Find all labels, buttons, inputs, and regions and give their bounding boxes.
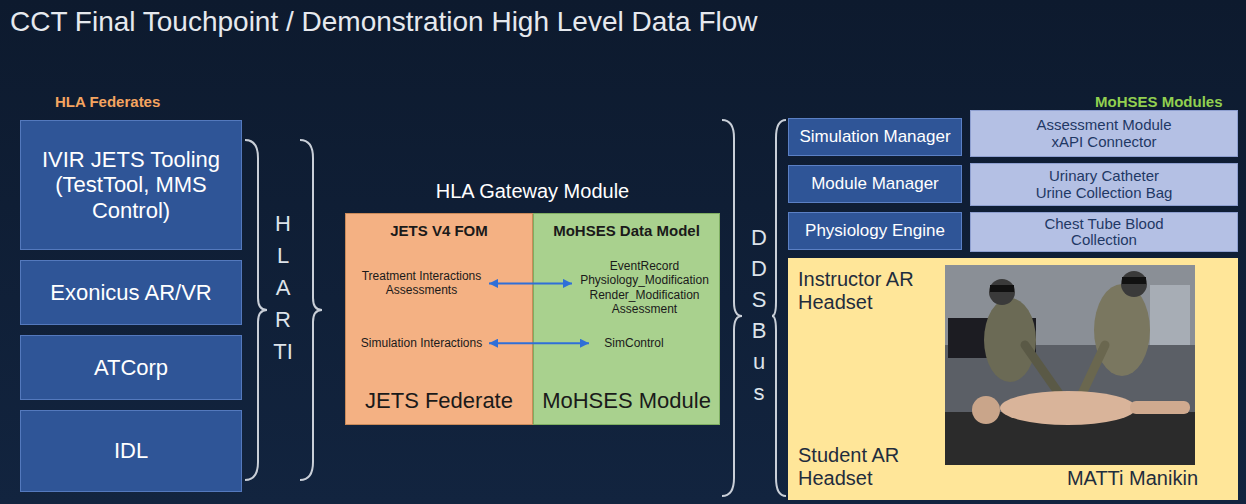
node-text: MATTi Manikin [1067,467,1198,490]
brace [300,140,322,480]
node-text: Module Manager [793,174,957,194]
node-text: Assessment Module xAPI Connector [1030,117,1178,150]
person-body [1094,284,1150,376]
federate-box: ATCorp [20,335,242,400]
photo-table [945,412,1195,465]
brace-group [245,120,786,496]
node-text: Treatment Interactions Assessments [354,269,489,298]
component-box: Chest Tube Blood Collection [970,212,1238,252]
node-text: Physiology Engine [793,221,957,241]
person-body [984,298,1036,382]
person-head [1121,271,1147,297]
manikin-torso [1000,391,1136,425]
data-model-group: SimControl [589,336,679,350]
group-label: MoHSES Modules [1095,93,1223,110]
node-text: MoHSES Data Model [538,222,715,239]
node-text: Exonicus AR/VR [27,280,235,305]
manikin-legs [1130,401,1190,414]
federate-box: Exonicus AR/VR [20,260,242,325]
brace [245,140,267,480]
data-mapping-arrow [489,342,589,344]
bus-label: DDS Bus [748,222,770,408]
hardware-area: Instructor AR HeadsetStudent AR HeadsetM… [788,258,1238,500]
module-box: Module Manager [788,165,962,203]
photo-illustration [945,265,1195,465]
ar-headset [1122,277,1146,284]
component-box: Urinary Catheter Urine Collection Bag [970,163,1238,206]
node-text: Instructor AR Headset [798,268,943,314]
photo-wall [945,265,1195,345]
group-label: HLA Federates [55,93,160,110]
person-arm [1025,345,1060,395]
photo-banner [948,318,1036,358]
node-text: EventRecord Physiology_Modification Rend… [572,259,717,317]
federate-box: IVIR JETS Tooling (TestTool, MMS Control… [20,120,242,250]
federate-box: IDL [20,410,242,492]
node-text: ATCorp [27,355,235,380]
photo-ground [945,265,1195,465]
brace [772,120,786,496]
interaction-group: Simulation Interactions [354,336,489,350]
person-head [989,279,1015,305]
node-text: HLA Gateway Module [436,180,629,203]
person-arm [1080,345,1105,398]
data-model-group: EventRecord Physiology_Modification Rend… [572,259,717,317]
node-text: Simulation Interactions [354,336,489,350]
node-text: JETS Federate [350,388,528,414]
brace [722,120,742,496]
node-text: Student AR Headset [798,444,943,490]
ar-headset [990,285,1014,292]
module-box: Simulation Manager [788,118,962,156]
module-box: Physiology Engine [788,212,962,250]
data-mapping-arrow [489,282,572,284]
node-text: JETS V4 FOM [350,222,528,239]
node-text: IDL [27,438,235,463]
interaction-group: Treatment Interactions Assessments [354,269,489,298]
node-text: IVIR JETS Tooling (TestTool, MMS Control… [27,147,235,223]
node-text: Chest Tube Blood Collection [1030,216,1178,249]
photo-booth [1150,285,1190,345]
gateway-group: HLA Gateway ModuleJETS V4 FOM JETS Federa… [345,180,720,425]
module-panel: MoHSES Data ModelMoHSES Module EventRecor… [533,213,720,425]
component-box: Assessment Module xAPI Connector [970,110,1238,157]
manikin-head [972,396,1000,424]
node-text: Urinary Catheter Urine Collection Bag [1030,168,1178,201]
node-text: Simulation Manager [793,127,957,147]
node-text: SimControl [589,336,679,350]
node-text: MoHSES Module [538,388,715,414]
diagram-title: CCT Final Touchpoint / Demonstration Hig… [10,6,758,38]
bus-label: HLA RTI [272,208,294,368]
federate-panel: JETS V4 FOM JETS Federate Treatment Intera… [345,213,533,425]
